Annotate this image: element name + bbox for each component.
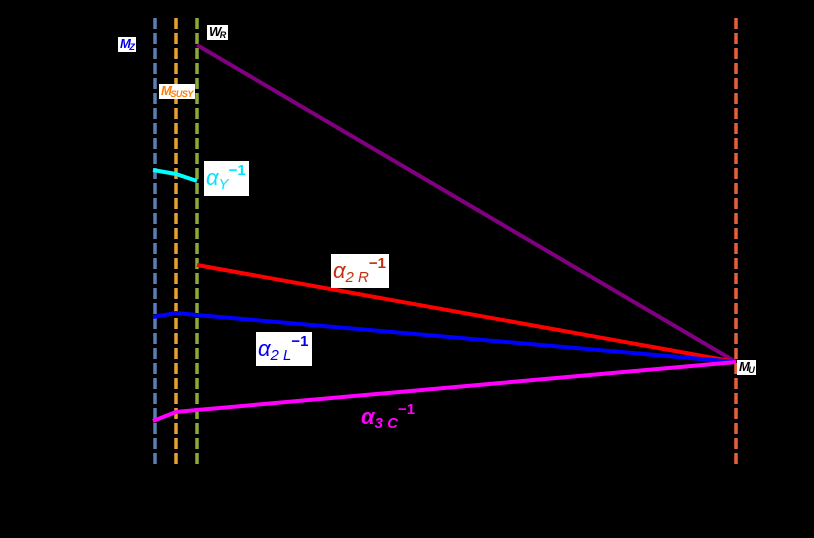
- label-mz: MZ: [118, 36, 137, 52]
- label-mu-main: M: [739, 359, 750, 374]
- label-wr-sub: R: [219, 30, 227, 40]
- coupling-curves: [152, 43, 738, 423]
- curve-alpha-3c: [152, 360, 737, 423]
- label-msusy: MSUSY: [159, 84, 195, 99]
- scale-marker-lines: [153, 18, 738, 465]
- label-alpha-2l-sub: 2 L: [270, 347, 292, 364]
- label-alpha-y-sup: −1: [228, 162, 246, 179]
- label-alpha-2l-main: α: [258, 336, 271, 361]
- label-alpha-3c-sub: 3 C: [374, 415, 398, 432]
- label-mz-main: M: [120, 36, 131, 51]
- label-alpha-y: αY−1: [204, 161, 249, 196]
- label-alpha-2l-sup: −1: [291, 333, 309, 350]
- curve-alpha-2r: [196, 263, 737, 364]
- label-alpha-2r-sub: 2 R: [345, 269, 369, 286]
- label-alpha-3c-main: α: [361, 404, 375, 429]
- label-wr: WR: [207, 25, 228, 40]
- label-alpha-3c: α3 C−1: [361, 402, 415, 431]
- label-alpha-2l: α2 L−1: [256, 332, 312, 366]
- label-wr-main: W: [209, 24, 221, 39]
- label-alpha-3c-sup: −1: [398, 401, 416, 418]
- label-msusy-sub: SUSY: [170, 89, 193, 99]
- label-alpha-2r-sup: −1: [368, 255, 386, 272]
- label-mz-sub: Z: [129, 42, 135, 52]
- label-mu-sub: U: [748, 365, 755, 375]
- curve-alpha-bl: [195, 43, 738, 364]
- label-alpha-2r: α2 R−1: [331, 254, 389, 288]
- label-alpha-2r-main: α: [333, 258, 346, 283]
- label-alpha-y-sub: Y: [218, 176, 229, 193]
- curve-alpha-2l: [152, 311, 737, 364]
- label-alpha-y-main: α: [206, 165, 219, 190]
- label-msusy-main: M: [161, 83, 172, 98]
- label-mu: MU: [737, 359, 757, 375]
- curve-alpha-y: [152, 168, 198, 183]
